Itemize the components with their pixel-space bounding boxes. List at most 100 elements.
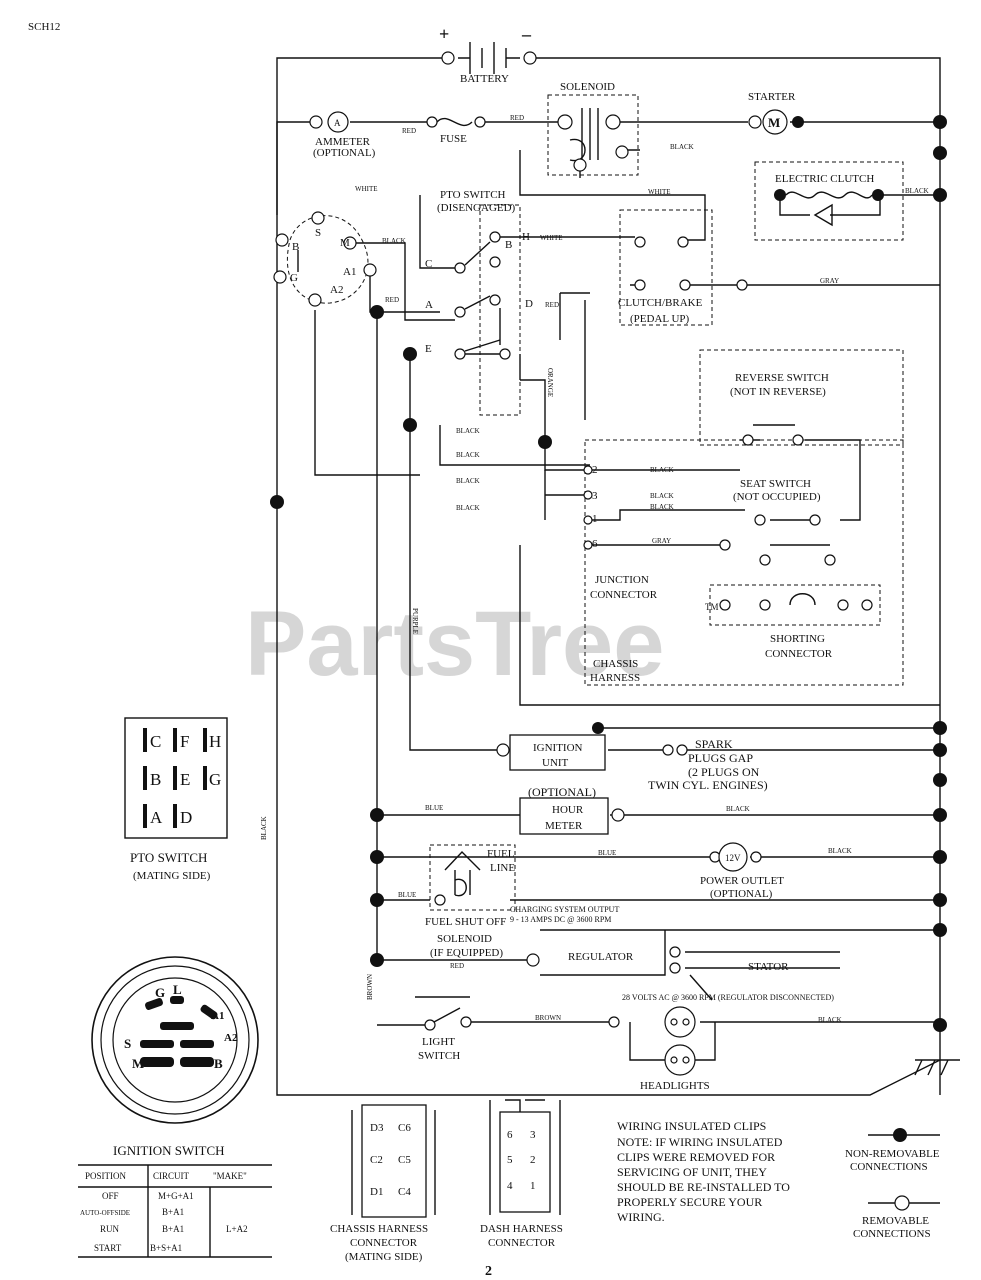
- svg-text:(IF EQUIPPED): (IF EQUIPPED): [430, 947, 503, 959]
- svg-text:OFF: OFF: [102, 1191, 119, 1201]
- svg-text:CLIPS WERE REMOVED FOR: CLIPS WERE REMOVED FOR: [617, 1150, 775, 1164]
- ammeter-optional: (OPTIONAL): [313, 147, 376, 159]
- starter-label: STARTER: [748, 91, 796, 103]
- pto-connector: C F H B E G A D PTO SWITCH (MATING SIDE): [124, 717, 228, 882]
- svg-text:CHARGING SYSTEM OUTPUT: CHARGING SYSTEM OUTPUT: [510, 905, 619, 914]
- page-code: SCH12: [28, 21, 60, 33]
- main-wires: [276, 42, 941, 1096]
- svg-text:(OPTIONAL): (OPTIONAL): [710, 888, 773, 900]
- svg-text:BLACK: BLACK: [905, 187, 929, 195]
- svg-text:(NOT OCCUPIED): (NOT OCCUPIED): [733, 491, 821, 503]
- svg-text:PTO SWITCH: PTO SWITCH: [130, 850, 207, 865]
- svg-text:C6: C6: [398, 1122, 411, 1134]
- svg-text:BLACK: BLACK: [818, 1016, 842, 1024]
- svg-text:G: G: [155, 985, 165, 1000]
- svg-text:B+A1: B+A1: [162, 1224, 184, 1234]
- svg-text:CONNECTIONS: CONNECTIONS: [850, 1161, 928, 1173]
- legend: NON-REMOVABLE CONNECTIONS REMOVABLE CONN…: [845, 1128, 940, 1240]
- svg-text:WHITE: WHITE: [648, 188, 671, 196]
- svg-text:REVERSE SWITCH: REVERSE SWITCH: [735, 372, 829, 384]
- svg-text:B+A1: B+A1: [162, 1207, 184, 1217]
- dash-harness-connector: 6 3 5 2 4 1 DASH HARNESS CONNECTOR 2: [480, 1099, 563, 1279]
- svg-text:B: B: [150, 770, 161, 789]
- svg-text:WHITE: WHITE: [540, 234, 563, 242]
- svg-text:1: 1: [530, 1180, 536, 1192]
- svg-text:SHORTING: SHORTING: [770, 633, 825, 645]
- svg-text:TWIN CYL. ENGINES): TWIN CYL. ENGINES): [648, 778, 768, 792]
- svg-text:RED: RED: [450, 962, 464, 970]
- svg-text:WIRING.: WIRING.: [617, 1210, 665, 1224]
- connection-dots: [270, 115, 947, 1032]
- solenoid: SOLENOID: [557, 81, 629, 172]
- svg-text:LINE: LINE: [490, 862, 515, 874]
- svg-text:REMOVABLE: REMOVABLE: [862, 1215, 929, 1227]
- svg-text:BROWN: BROWN: [366, 974, 374, 1000]
- wire-labels: RED RED BLACK BLACK WHITE WHITE WHITE BL…: [260, 114, 929, 1024]
- svg-text:A: A: [150, 808, 163, 827]
- svg-text:D3: D3: [370, 1122, 384, 1134]
- electric-clutch-label: ELECTRIC CLUTCH: [775, 173, 874, 185]
- svg-text:(NOT IN REVERSE): (NOT IN REVERSE): [730, 386, 826, 398]
- clutch-brake-label: CLUTCH/BRAKE: [618, 297, 703, 309]
- chassis-harness-connector: D3 C6 C2 C5 D1 C4 CHASSIS HARNESS CONNEC…: [330, 1104, 436, 1263]
- svg-text:C4: C4: [398, 1186, 411, 1198]
- svg-text:5: 5: [507, 1154, 513, 1166]
- svg-text:L: L: [173, 982, 182, 997]
- light-switch: LIGHT SWITCH: [418, 1007, 472, 1062]
- reverse-switch: REVERSE SWITCH (NOT IN REVERSE): [730, 372, 829, 446]
- svg-text:GRAY: GRAY: [820, 277, 839, 285]
- svg-text:H: H: [209, 732, 221, 751]
- svg-text:AUTO-OFFSIDE: AUTO-OFFSIDE: [80, 1209, 130, 1217]
- svg-text:E: E: [180, 770, 190, 789]
- svg-text:M: M: [768, 115, 780, 130]
- svg-text:BLUE: BLUE: [425, 804, 443, 812]
- svg-text:(MATING SIDE): (MATING SIDE): [345, 1251, 423, 1263]
- svg-text:BLACK: BLACK: [828, 847, 852, 855]
- svg-text:B: B: [292, 241, 299, 253]
- fuse: FUSE: [426, 116, 486, 145]
- svg-text:BLACK: BLACK: [382, 237, 406, 245]
- page-number: 2: [485, 1264, 492, 1279]
- svg-text:M: M: [132, 1056, 144, 1071]
- spark-plugs: SPARK PLUGS GAP (2 PLUGS ON TWIN CYL. EN…: [648, 737, 768, 792]
- svg-text:GRAY: GRAY: [652, 537, 671, 545]
- svg-text:CONNECTIONS: CONNECTIONS: [853, 1228, 931, 1240]
- stator-label: STATOR: [748, 961, 789, 973]
- fuse-label: FUSE: [440, 133, 467, 145]
- svg-text:METER: METER: [545, 820, 583, 832]
- svg-text:RED: RED: [510, 114, 524, 122]
- svg-text:DASH HARNESS: DASH HARNESS: [480, 1223, 563, 1235]
- ignition-switch-title: IGNITION SWITCH: [113, 1143, 225, 1158]
- ignition-switch-icon: G L A1 A2 S M B IGNITION SWITCH: [91, 956, 259, 1158]
- ammeter-label: AMMETER: [315, 136, 371, 148]
- svg-text:B: B: [505, 239, 512, 251]
- svg-text:1: 1: [592, 513, 598, 525]
- svg-text:9 - 13 AMPS DC @ 3600 RPM: 9 - 13 AMPS DC @ 3600 RPM: [510, 915, 611, 924]
- svg-text:FUEL: FUEL: [487, 848, 515, 860]
- svg-text:(OPTIONAL): (OPTIONAL): [528, 785, 596, 799]
- svg-text:POSITION: POSITION: [85, 1171, 127, 1181]
- seat-switch: SEAT SWITCH (NOT OCCUPIED): [719, 478, 836, 566]
- svg-text:BLACK: BLACK: [650, 503, 674, 511]
- power-outlet: 12V POWER OUTLET (OPTIONAL): [700, 842, 784, 900]
- svg-text:PROPERLY SECURE YOUR: PROPERLY SECURE YOUR: [617, 1195, 762, 1209]
- svg-text:B+S+A1: B+S+A1: [150, 1243, 182, 1253]
- svg-text:LIGHT: LIGHT: [422, 1036, 455, 1048]
- svg-text:A: A: [425, 299, 433, 311]
- svg-text:START: START: [94, 1243, 122, 1253]
- svg-text:3: 3: [530, 1129, 536, 1141]
- svg-text:ORANGE: ORANGE: [546, 368, 554, 397]
- ignition-switch-circuit: S B M G A1 A2: [273, 211, 377, 307]
- clutch-brake-switch: CLUTCH/BRAKE (PEDAL UP): [618, 236, 748, 325]
- ignition-unit: IGNITION UNIT: [496, 722, 606, 771]
- svg-text:BLACK: BLACK: [650, 466, 674, 474]
- clutch-brake-state: (PEDAL UP): [630, 313, 690, 325]
- svg-text:2: 2: [530, 1154, 536, 1166]
- svg-text:6: 6: [592, 538, 598, 550]
- svg-text:BLACK: BLACK: [456, 451, 480, 459]
- ac-volts-label: 28 VOLTS AC @ 3600 RPM (REGULATOR DISCON…: [622, 993, 834, 1002]
- svg-text:L+A2: L+A2: [226, 1224, 248, 1234]
- svg-text:POWER OUTLET: POWER OUTLET: [700, 875, 784, 887]
- svg-text:JUNCTION: JUNCTION: [595, 574, 649, 586]
